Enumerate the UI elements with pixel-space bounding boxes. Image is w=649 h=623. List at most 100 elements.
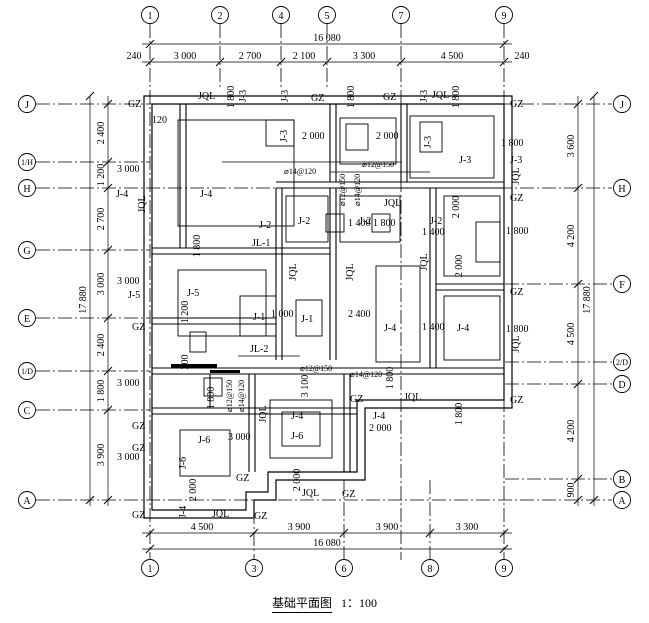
svg-text:3 000: 3 000 <box>117 276 140 287</box>
bottom-dimension-texts: 4 500 3 900 3 900 3 300 16 080 <box>191 522 479 549</box>
svg-text:B: B <box>619 475 626 486</box>
svg-text:GZ: GZ <box>311 93 324 104</box>
svg-text:2/D: 2/D <box>616 358 628 367</box>
svg-text:1 800: 1 800 <box>206 387 217 410</box>
svg-text:GZ: GZ <box>132 443 145 454</box>
axis-bubble-left-A: A <box>18 491 36 509</box>
svg-text:J-3: J-3 <box>280 90 291 102</box>
svg-text:3 100: 3 100 <box>300 375 311 398</box>
dim-top-1: 240 <box>127 51 142 62</box>
svg-text:G: G <box>23 246 30 257</box>
svg-text:1: 1 <box>148 564 153 575</box>
svg-text:JQL: JQL <box>511 167 522 184</box>
svg-text:GZ: GZ <box>132 510 145 521</box>
svg-text:1 400: 1 400 <box>422 322 445 333</box>
right-axis-bubbles: J H F 2/D D B A <box>613 95 631 509</box>
axis-bubble-right-H: H <box>613 179 631 197</box>
svg-text:1 000: 1 000 <box>271 309 294 320</box>
left-axis-bubbles: J 1/H H G E 1/D C A <box>18 95 36 509</box>
svg-text:J-6: J-6 <box>198 435 210 446</box>
svg-text:J-1: J-1 <box>301 314 313 325</box>
dim-top-5: 3 300 <box>353 51 376 62</box>
svg-text:D: D <box>618 380 625 391</box>
svg-text:2 000: 2 000 <box>188 479 199 502</box>
svg-text:J-4: J-4 <box>384 323 396 334</box>
axis-bubble-left-E: E <box>18 309 36 327</box>
svg-text:J-5: J-5 <box>128 290 140 301</box>
svg-text:1 800: 1 800 <box>385 367 396 390</box>
rebar-annotations: ⌀14@120 ⌀12@150 ⌀12@150 ⌀14@120 ⌀12@150 … <box>225 160 394 412</box>
bottom-axis-bubbles: 1 3 6 8 9 <box>141 559 513 577</box>
svg-text:GZ: GZ <box>132 322 145 333</box>
svg-text:⌀12@150: ⌀12@150 <box>362 160 394 169</box>
svg-text:1/D: 1/D <box>21 367 33 376</box>
svg-text:C: C <box>24 406 31 417</box>
axis-bubble-right-A: A <box>613 491 631 509</box>
svg-text:1 800: 1 800 <box>346 86 357 109</box>
dim-left-4: 3 000 <box>96 273 107 296</box>
svg-text:8: 8 <box>428 564 433 575</box>
dim-bottom-1: 4 500 <box>191 522 214 533</box>
svg-text:JQL: JQL <box>137 195 148 212</box>
svg-text:4: 4 <box>279 11 284 22</box>
axis-bubble-left-J: J <box>18 95 36 113</box>
svg-text:H: H <box>618 184 625 195</box>
axis-bubble-right-J: J <box>613 95 631 113</box>
svg-text:J-3: J-3 <box>423 136 434 148</box>
axis-bubble-top-9: 9 <box>495 6 513 24</box>
dim-bottom-2: 3 900 <box>288 522 311 533</box>
svg-text:E: E <box>24 314 30 325</box>
svg-text:3 000: 3 000 <box>228 432 251 443</box>
svg-text:2 000: 2 000 <box>369 423 392 434</box>
svg-text:GZ: GZ <box>254 511 267 522</box>
svg-text:JQL: JQL <box>345 263 356 280</box>
svg-text:GZ: GZ <box>132 421 145 432</box>
svg-text:1 800: 1 800 <box>192 235 203 258</box>
svg-text:9: 9 <box>502 564 507 575</box>
dimension-lines <box>89 43 595 550</box>
svg-text:JQL: JQL <box>302 488 319 499</box>
axis-bubble-top-5: 5 <box>318 6 336 24</box>
svg-text:J-3: J-3 <box>279 130 290 142</box>
dim-right-total: 17 880 <box>582 286 593 314</box>
svg-text:J-1: J-1 <box>253 312 265 323</box>
dim-right-5: 900 <box>566 483 577 498</box>
gz-labels: GZ GZ GZ GZ GZ GZ GZ GZ GZ GZ GZ GZ GZ G… <box>128 92 523 522</box>
svg-text:⌀14@120: ⌀14@120 <box>350 370 382 379</box>
svg-text:1 400: 1 400 <box>422 227 445 238</box>
axis-bubble-top-4: 4 <box>272 6 290 24</box>
dim-right-4: 4 200 <box>566 420 577 443</box>
svg-text:JQL: JQL <box>288 263 299 280</box>
svg-text:2 000: 2 000 <box>302 131 325 142</box>
svg-text:⌀14@120: ⌀14@120 <box>237 380 246 412</box>
svg-text:2: 2 <box>218 11 223 22</box>
beam-labels: JQL JQL JQL JQL JQL JQL JQL JQL JQL JQL … <box>137 90 522 520</box>
svg-text:1 800: 1 800 <box>501 138 524 149</box>
svg-text:GZ: GZ <box>342 489 355 500</box>
svg-text:⌀12@150: ⌀12@150 <box>300 364 332 373</box>
svg-text:3: 3 <box>252 564 257 575</box>
svg-text:1/H: 1/H <box>21 158 33 167</box>
svg-text:JQL: JQL <box>511 335 522 352</box>
svg-text:3 000: 3 000 <box>117 164 140 175</box>
svg-text:J-2: J-2 <box>259 220 271 231</box>
axis-bubble-right-2D: 2/D <box>613 353 631 371</box>
column-marks <box>171 364 240 373</box>
svg-text:200: 200 <box>180 355 191 370</box>
svg-text:120: 120 <box>152 115 167 126</box>
svg-text:1 400: 1 400 <box>348 218 371 229</box>
svg-text:GZ: GZ <box>510 99 523 110</box>
drawing-title: 基础平面图 <box>271 594 332 613</box>
dim-left-7: 3 900 <box>96 444 107 467</box>
svg-text:6: 6 <box>342 564 347 575</box>
svg-text:⌀14@120: ⌀14@120 <box>353 174 362 206</box>
dim-top-2: 3 000 <box>174 51 197 62</box>
dim-left-total: 17 880 <box>78 286 89 314</box>
svg-text:J-3: J-3 <box>459 155 471 166</box>
svg-text:J-6: J-6 <box>178 457 189 469</box>
dim-top-3: 2 700 <box>239 51 262 62</box>
svg-text:J-4: J-4 <box>373 411 385 422</box>
svg-text:GZ: GZ <box>510 287 523 298</box>
svg-text:1 800: 1 800 <box>451 86 462 109</box>
